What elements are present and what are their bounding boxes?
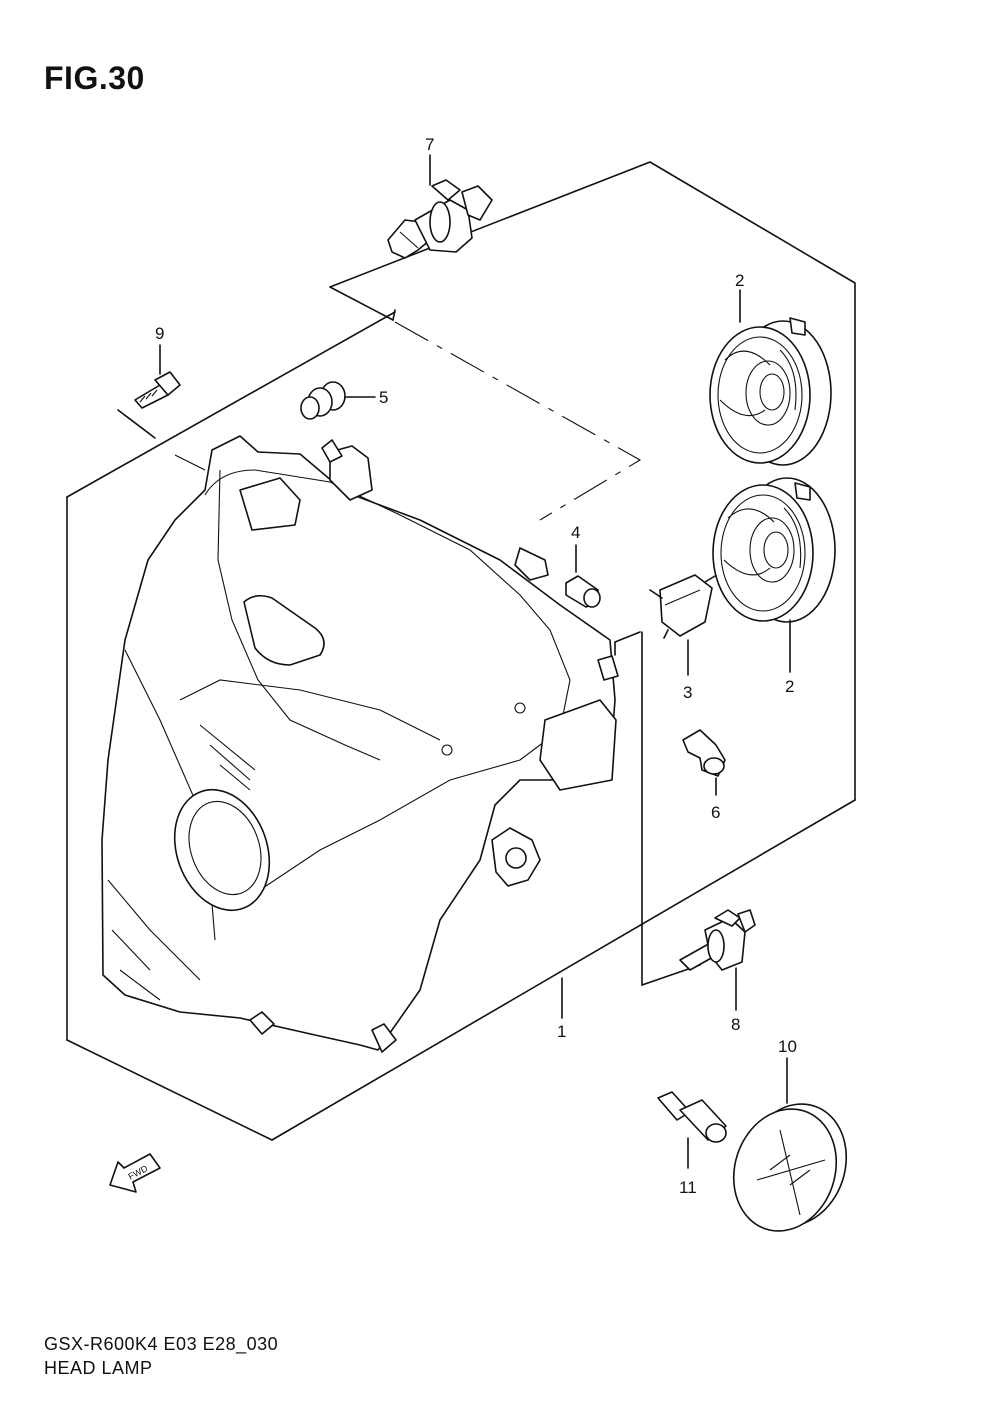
callout-10: 10 xyxy=(778,1037,797,1056)
part-9-screw xyxy=(134,344,181,409)
part-1-headlamp-housing xyxy=(101,435,619,1053)
callout-4: 4 xyxy=(571,523,580,542)
callout-9: 9 xyxy=(155,324,164,343)
part-2-upper-cover xyxy=(709,289,832,466)
part-11-spacer xyxy=(657,1091,727,1169)
callout-2-upper: 2 xyxy=(735,271,744,290)
part-8-bulb xyxy=(679,909,756,1011)
figure-title: FIG.30 xyxy=(44,60,145,96)
callout-6: 6 xyxy=(711,803,720,822)
part-2-lower-cover xyxy=(712,477,836,673)
part-5-grommet xyxy=(300,381,376,420)
callout-2-lower: 2 xyxy=(785,677,794,696)
callout-1: 1 xyxy=(557,1022,566,1041)
callout-5: 5 xyxy=(379,388,388,407)
part-4-cap xyxy=(565,544,601,608)
part-6-bulb xyxy=(682,729,726,796)
section-name: HEAD LAMP xyxy=(44,1358,153,1378)
part-7-bulb xyxy=(387,154,493,259)
callout-8: 8 xyxy=(731,1015,740,1034)
callout-labels: 1 2 2 3 4 5 6 7 8 9 10 11 xyxy=(155,135,797,1197)
callout-3: 3 xyxy=(683,683,692,702)
part-10-cover xyxy=(732,1057,848,1232)
fwd-direction-arrow: FWD xyxy=(109,1153,161,1193)
callout-7: 7 xyxy=(425,135,434,154)
model-code: GSX-R600K4 E03 E28_030 xyxy=(44,1334,279,1354)
part-3-socket xyxy=(649,574,716,676)
callout-11: 11 xyxy=(679,1178,697,1197)
